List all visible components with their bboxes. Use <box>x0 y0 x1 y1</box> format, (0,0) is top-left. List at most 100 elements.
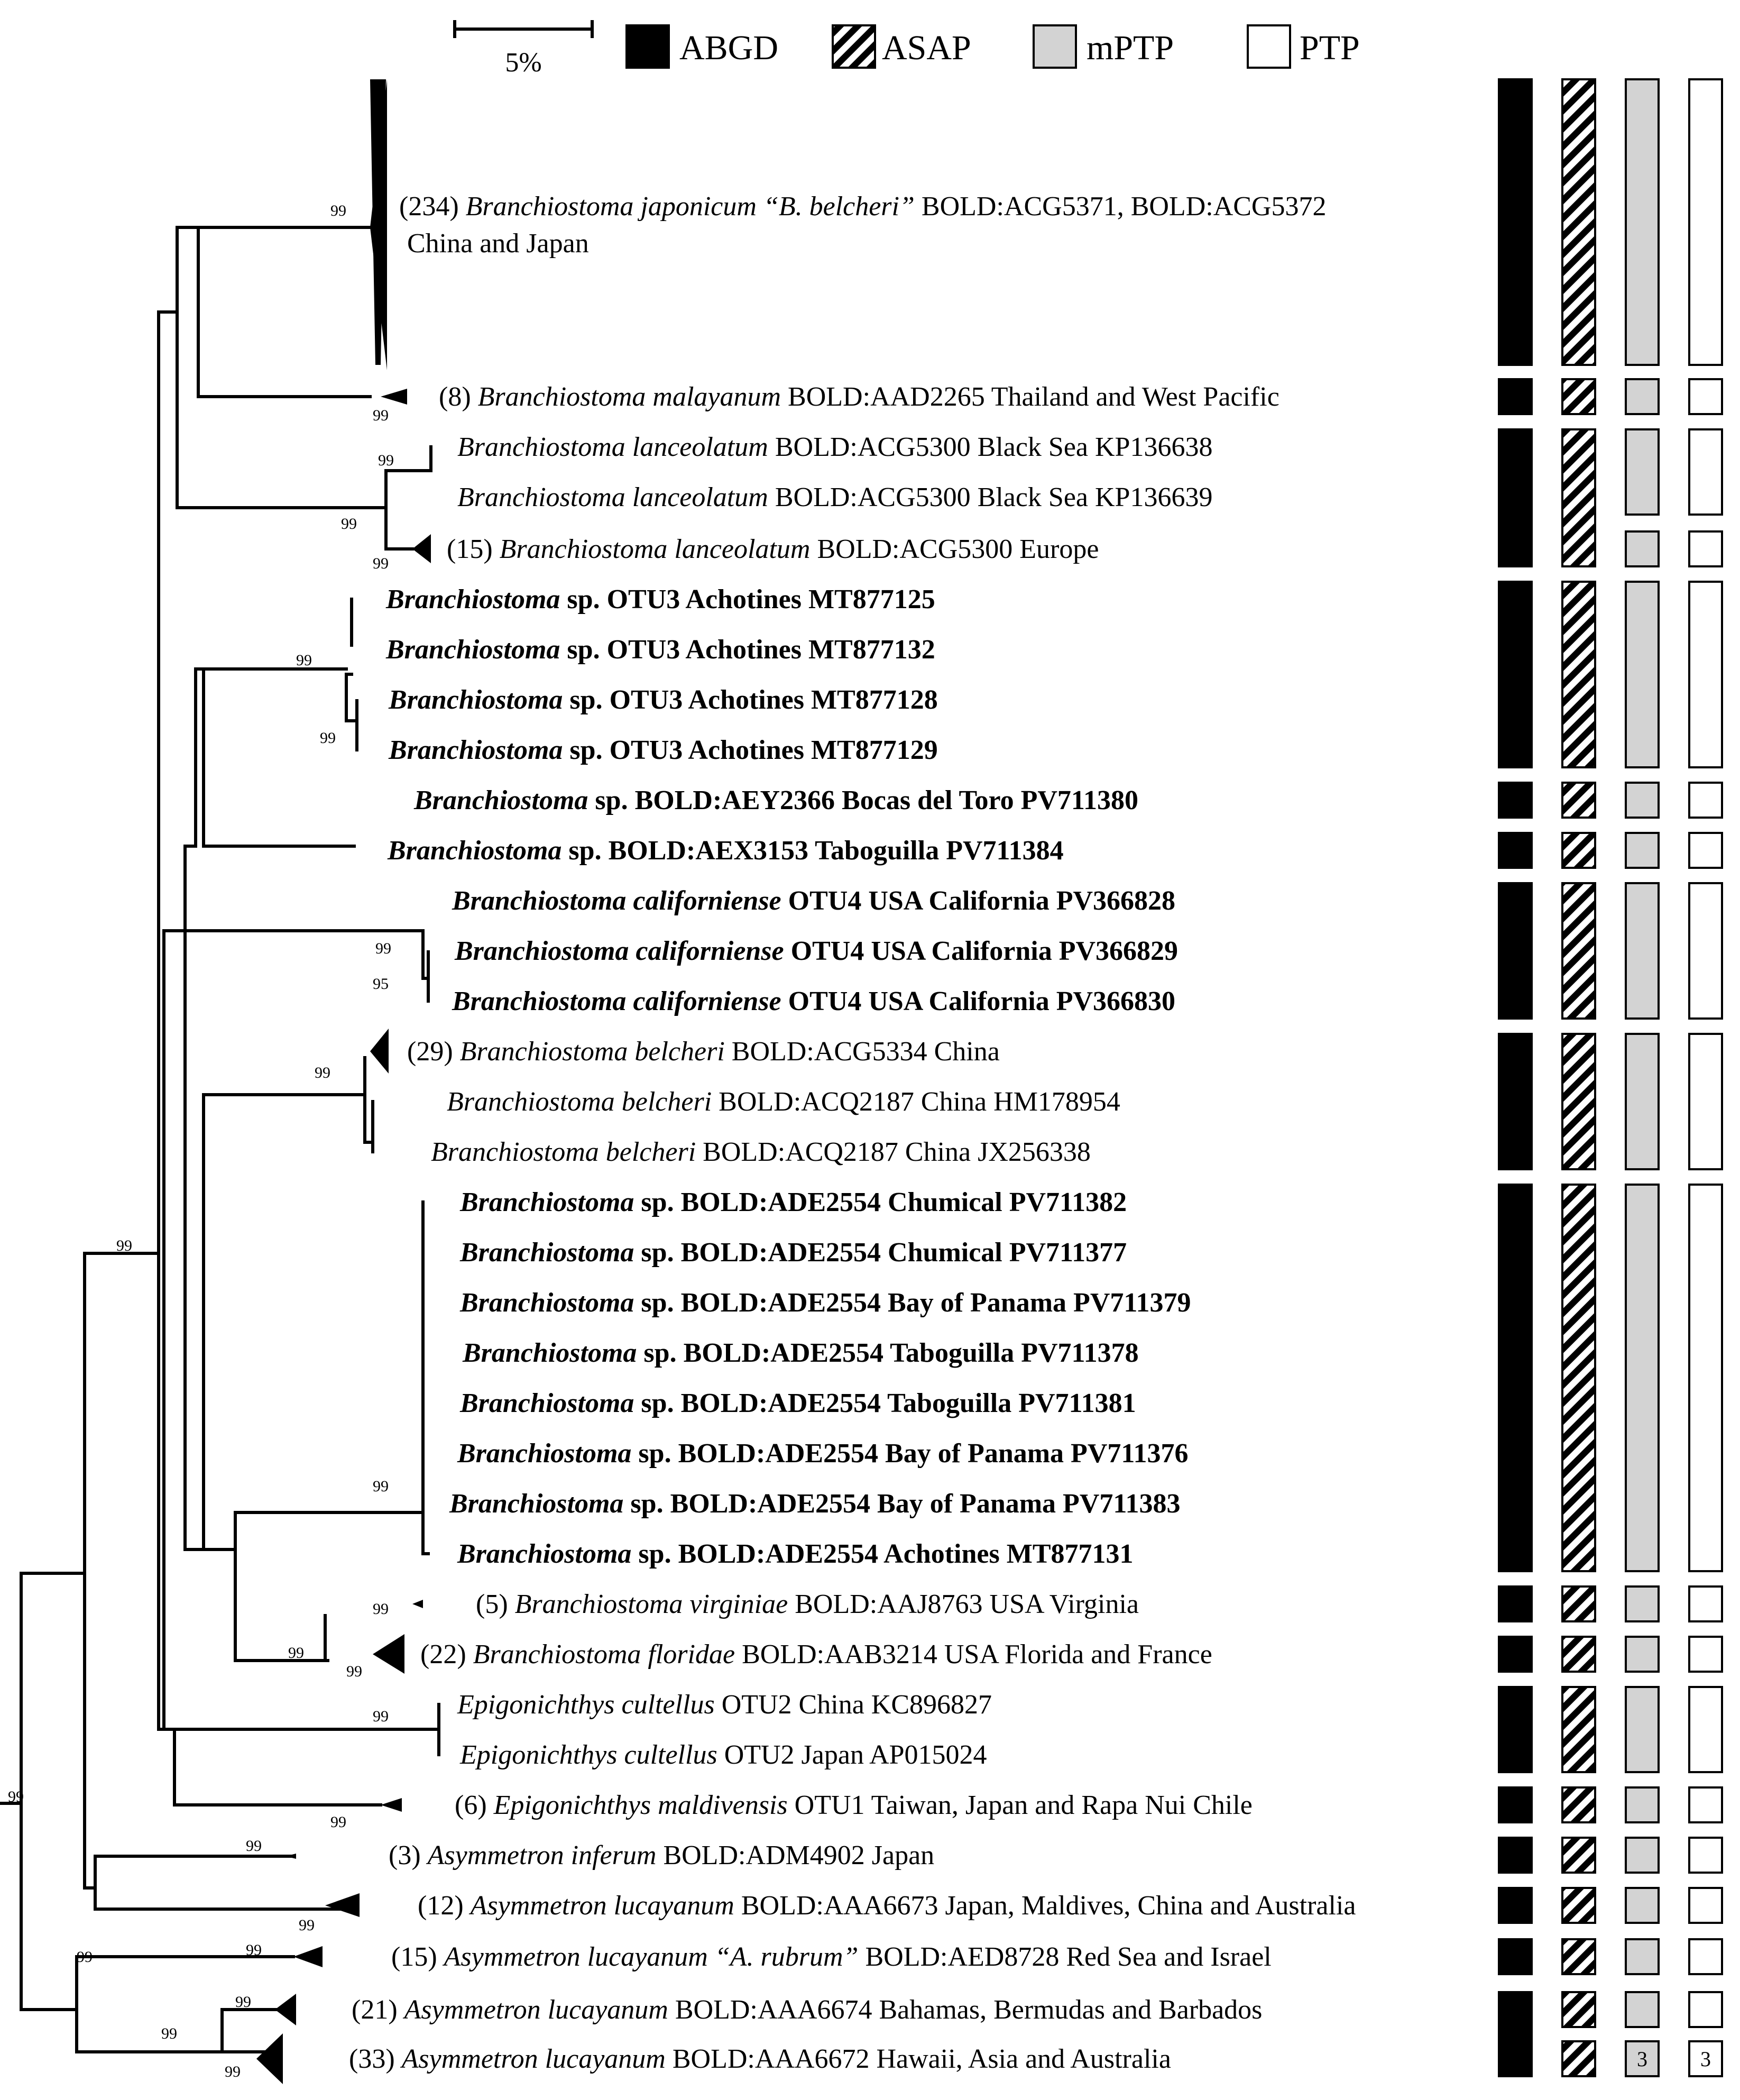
abgd-species-bar <box>1498 378 1533 415</box>
tip-label-part: OTU4 USA California PV366830 <box>781 986 1175 1016</box>
tip-label-part: Branchiostoma californiense <box>452 886 781 916</box>
support-value: 99 <box>341 515 357 533</box>
asap-species-bar <box>1561 1585 1596 1622</box>
tip-label-part: BOLD:AAJ8763 USA Virginia <box>788 1589 1139 1619</box>
mptp-species-bar <box>1625 78 1660 366</box>
tip-label-part: Branchiostoma californiense <box>452 986 781 1016</box>
clade-belcheri-china <box>370 1029 389 1074</box>
mptp-species-bar <box>1625 1887 1660 1924</box>
tip-label-part: Asymmetron inferum <box>426 1840 657 1870</box>
tip-label-part: Branchiostoma <box>449 1489 623 1519</box>
abgd-species-bar <box>1498 1184 1533 1572</box>
tip-label-part: BOLD:AAD2265 Thailand and West Pacific <box>781 382 1279 412</box>
tip-label-part: (22) <box>420 1639 473 1670</box>
tip-label: (3) Asymmetron inferum BOLD:ADM4902 Japa… <box>389 1840 934 1870</box>
tip-label: (8) Branchiostoma malayanum BOLD:AAD2265… <box>439 382 1279 412</box>
tip-label-part: (6) <box>455 1790 494 1820</box>
tip-label-part: BOLD:ACG5300 Black Sea KP136638 <box>768 432 1213 462</box>
tip-label-part: Epigonichthys cultellus <box>457 1690 715 1720</box>
tip-label-part: sp. BOLD:ADE2554 Chumical PV711382 <box>634 1187 1127 1217</box>
mptp-species-bar <box>1625 428 1660 516</box>
tip-label: Branchiostoma lanceolatum BOLD:ACG5300 B… <box>457 482 1212 512</box>
abgd-species-bar <box>1498 1033 1533 1170</box>
mptp-species-bar <box>1625 1938 1660 1975</box>
tip-label-part: BOLD:AAA6673 Japan, Maldives, China and … <box>734 1891 1356 1921</box>
asap-species-bar <box>1561 1887 1596 1924</box>
clade-malayanum <box>381 389 407 405</box>
tip-label-part: Branchiostoma belcheri <box>431 1137 696 1167</box>
legend-ptp-swatch <box>1247 24 1291 69</box>
tip-label: Branchiostoma sp. BOLD:ADE2554 Chumical … <box>459 1187 1127 1217</box>
tip-label-part: Branchiostoma <box>413 785 588 815</box>
tip-label-part: Asymmetron lucayanum <box>469 1891 734 1921</box>
ptp-species-bar <box>1688 1184 1723 1572</box>
ptp-species-bar <box>1688 1837 1723 1874</box>
support-value: 99 <box>373 555 389 572</box>
tree-branches <box>0 226 440 2053</box>
ptp-species-bar <box>1688 1636 1723 1673</box>
abgd-species-bar <box>1498 882 1533 1020</box>
support-value: 99 <box>373 1708 389 1725</box>
tip-label-part: Branchiostoma <box>459 1388 634 1418</box>
support-value: 99 <box>288 1644 304 1662</box>
abgd-species-bar <box>1498 832 1533 869</box>
tip-label-part: (234) <box>399 191 466 222</box>
support-value: 99 <box>373 407 389 424</box>
asap-species-bar <box>1561 1991 1596 2028</box>
tip-label: (15) Asymmetron lucayanum “A. rubrum” BO… <box>391 1942 1272 1972</box>
tip-label-part: BOLD:ACG5334 China <box>725 1037 1000 1067</box>
tip-label-part: Branchiostoma <box>388 685 563 715</box>
abgd-species-bar <box>1498 1991 1533 2077</box>
asap-species-bar <box>1561 78 1596 366</box>
tip-label: Branchiostoma sp. BOLD:ADE2554 Achotines… <box>457 1539 1134 1569</box>
clade-inferum <box>286 1854 296 1859</box>
abgd-species-bar <box>1498 581 1533 768</box>
mptp-species-bar <box>1625 1636 1660 1673</box>
tip-label-part: OTU4 USA California PV366829 <box>784 936 1178 966</box>
tip-label-part: (29) <box>407 1037 460 1067</box>
abgd-species-bar <box>1498 1938 1533 1975</box>
support-value: 99 <box>330 1813 346 1831</box>
ptp-species-bar <box>1688 530 1723 567</box>
tip-label: (22) Branchiostoma floridae BOLD:AAB3214… <box>420 1639 1212 1670</box>
abgd-species-bar <box>1498 428 1533 567</box>
tip-label-part: BOLD:ACG5371, BOLD:ACG5372 <box>915 191 1327 222</box>
asap-species-bar <box>1561 1033 1596 1170</box>
tip-label-part: Asymmetron lucayanum “A. rubrum” <box>443 1942 859 1972</box>
tip-label-part: Branchiostoma floridae <box>473 1639 735 1670</box>
legend-mptp-label: mPTP <box>1087 29 1174 67</box>
support-value: 99 <box>375 940 391 957</box>
tip-label-part: sp. BOLD:ADE2554 Chumical PV711377 <box>634 1237 1127 1268</box>
mptp-species-bar <box>1625 530 1660 567</box>
tip-label: Branchiostoma californiense OTU4 USA Cal… <box>452 886 1175 916</box>
tip-label-part: Branchiostoma <box>459 1237 634 1268</box>
tip-label-part: (3) <box>389 1840 428 1870</box>
tip-label-part: (15) <box>391 1942 444 1972</box>
scale-bar: 5% <box>453 20 594 78</box>
tip-label-part: BOLD:ADM4902 Japan <box>656 1840 934 1870</box>
mptp-species-bar <box>1625 1991 1660 2028</box>
asap-species-bar <box>1561 832 1596 869</box>
tip-label: (15) Branchiostoma lanceolatum BOLD:ACG5… <box>447 534 1099 564</box>
mptp-species-bar <box>1625 782 1660 819</box>
support-value: 99 <box>315 1064 330 1081</box>
ptp-species-bar <box>1688 78 1723 366</box>
tip-label: (6) Epigonichthys maldivensis OTU1 Taiwa… <box>455 1790 1253 1820</box>
tip-label-part: Branchiostoma <box>459 1187 634 1217</box>
tip-label-part: OTU4 USA California PV366828 <box>781 886 1175 916</box>
tip-label-part: Branchiostoma malayanum <box>478 382 781 412</box>
ptp-species-bar <box>1688 428 1723 516</box>
support-value: 99 <box>235 1993 251 2011</box>
tip-label-part: Branchiostoma japonicum “B. belcheri” <box>466 191 915 222</box>
asap-species-bar <box>1561 1786 1596 1823</box>
collapsed-clades <box>256 79 431 2084</box>
tip-label-part: sp. BOLD:ADE2554 Bay of Panama PV711383 <box>623 1489 1180 1519</box>
ptp-species-bar <box>1688 1938 1723 1975</box>
tip-label-part: OTU1 Taiwan, Japan and Rapa Nui Chile <box>788 1790 1253 1820</box>
tip-label: Branchiostoma sp. BOLD:ADE2554 Chumical … <box>459 1237 1127 1268</box>
ptp-species-bar <box>1688 1033 1723 1170</box>
tip-label-part: BOLD:AAB3214 USA Florida and France <box>735 1639 1212 1670</box>
ptp-species-bar <box>1688 378 1723 415</box>
tip-label: Branchiostoma sp. BOLD:ADE2554 Taboguill… <box>462 1338 1139 1368</box>
